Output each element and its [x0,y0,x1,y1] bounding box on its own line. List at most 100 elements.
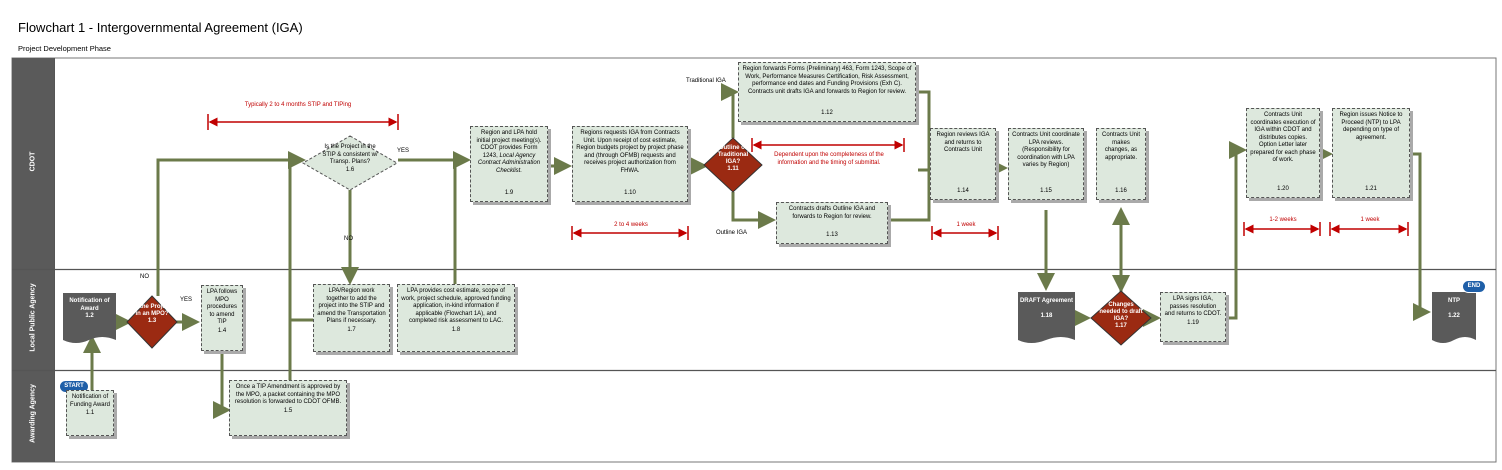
edge-1.11-1.13 [731,192,776,229]
edge-1.6-1.8 [398,158,457,284]
edge-label-traditional: Traditional IGA [686,78,726,84]
edge-1.11-1.12 [721,83,739,138]
document-text-1.18: DRAFT Agreement 1.18 [1018,298,1075,321]
decision-1.6 [301,135,399,191]
document-1.18 [1018,292,1075,343]
node-id: 1.21 [1365,185,1377,192]
decision-1.17 [1090,290,1152,346]
duration-label-1-week: 1 week [1360,217,1380,223]
node-text: Notification of Award [69,298,110,312]
node-id: 1.14 [957,187,969,194]
node-id: 1.9 [504,189,514,196]
process-box-1.14: Region reviews IGA and returns to Contra… [930,128,996,200]
edge-1.3-1.6 [156,151,306,296]
node-id: 1.7 [347,326,356,333]
process-box-1.10: Regions requests IGA from Contracts Unit… [572,126,688,202]
process-box-1.19: LPA signs IGA, passes resolution and ret… [1160,292,1226,342]
node-id: 1.1 [85,410,95,416]
edge-1.12-merge [916,90,931,170]
node-text: Region reviews IGA and returns to Contra… [936,132,990,153]
node-text: Contracts Unit coordinates execution of … [1250,112,1316,163]
process-box-1.12: Region forwards Forms (Preliminary) 463,… [738,62,916,122]
node-text: DRAFT Agreement [1019,298,1074,304]
document-text-1.22: NTP 1.22 [1432,298,1476,321]
lane-label-awarding: Awarding Agency [29,384,37,443]
process-box-1.16: Contracts Unit makes changes, as appropr… [1096,128,1146,200]
node-text: Region forwards Forms (Preliminary) 463,… [742,66,912,95]
process-box-1.9: Region and LPA hold initial project meet… [470,126,548,202]
decision-text-1.17: Changes needed to draft IGA? 1.17 [1098,302,1144,330]
process-box-1.5: Once a TIP Amendment is approved by the … [229,380,347,436]
node-id: 1.20 [1277,185,1289,192]
edge-1.21-1.22 [1410,152,1431,321]
node-id: 1.11 [727,166,739,172]
node-text: NTP [1448,298,1460,304]
lane-label-cdot: CDOT [29,151,37,172]
node-id: 1.22 [1448,313,1460,319]
node-id: 1.12 [821,109,833,116]
process-box-1.13: Contracts drafts Outline IGA and forward… [776,202,888,244]
process-box-1.8: LPA provides cost estimate, scope of wor… [397,284,515,352]
lane-label-lpa: Local Public Agency [29,283,37,352]
decision-text-1.3: Is the Project in an MPO? 1.3 [133,304,171,325]
node-id: 1.3 [147,318,157,324]
duration-label-stip: Typically 2 to 4 months STIP and TIPing [244,102,352,108]
duration-label-dependent: Dependent upon the completeness of the i… [774,152,884,166]
process-box-1.1: Notification of Funding Award 1.1 [66,390,114,436]
node-text: Contracts Unit coordinate LPA reviews. (… [1012,132,1080,168]
duration-label-1-2-weeks: 1-2 weeks [1269,217,1297,223]
node-text: Notification of Funding Award [70,394,110,408]
edge-label-yes: YES [397,148,410,154]
node-id: 1.10 [624,189,636,196]
duration-label-1-week: 1 week [956,222,976,228]
document-text-1.2: Notification of Award 1.2 [63,298,116,321]
node-id: 1.6 [345,166,355,173]
node-text: LPA provides cost estimate, scope of wor… [401,288,511,324]
node-id: 1.18 [1040,313,1053,319]
edge-1.13-merge [888,170,931,222]
lane-header-cdot [12,58,54,269]
node-text: Regions requests IGA from Contracts Unit… [576,130,684,174]
node-text: LPA follows MPO procedures to amend TIP [206,289,238,325]
edge-1.19-1.20 [1226,141,1247,320]
node-text: Changes needed to draft IGA? [1099,302,1143,322]
process-box-1.21: Region issues Notice to Proceed (NTP) to… [1332,108,1410,198]
lane-header-lpa [12,270,54,370]
node-id: 1.5 [283,407,293,414]
decision-1.3 [126,295,178,349]
node-id: 1.2 [85,313,94,319]
document-1.22 [1432,292,1476,343]
process-box-1.4: LPA follows MPO procedures to amend TIP … [201,285,243,351]
decision-1.11 [703,137,763,193]
edge-label-outline: Outline IGA [716,230,748,236]
document-1.2 [63,293,116,343]
node-text: Outline or Traditional IGA? [717,145,749,165]
node-id: 1.8 [451,326,461,333]
decision-text-1.11: Outline or Traditional IGA? 1.11 [710,145,756,173]
node-text: LPA/Region work together to add the proj… [317,288,386,324]
node-text: Is the Project in the STIP & consistent … [322,144,378,165]
end-terminal: END [1462,280,1486,293]
node-text: Contracts Unit makes changes, as appropr… [1101,132,1140,161]
node-text: LPA signs IGA, passes resolution and ret… [1164,296,1222,317]
edge-label-no: NO [344,236,353,242]
node-id: 1.15 [1040,187,1052,194]
edge-1.4-1.5 [213,352,231,419]
process-box-1.20: Contracts Unit coordinates execution of … [1246,108,1320,198]
decision-shapes [126,135,1152,349]
node-id: 1.17 [1115,323,1127,329]
lane-header-awarding [12,371,54,462]
edge-label-yes: YES [180,297,193,303]
duration-label-2-4-weeks: 2 to 4 weeks [614,222,648,228]
node-id: 1.4 [217,327,227,334]
edge-label-no: NO [140,274,149,280]
node-text: Region and LPA hold initial project meet… [476,130,542,159]
node-text-italic: Local Agency Contract Administration Che… [477,152,541,174]
node-text: Is the Project in an MPO? [133,304,171,317]
page-title: Flowchart 1 - Intergovernmental Agreemen… [18,20,303,35]
node-id: 1.16 [1115,187,1127,194]
node-id: 1.19 [1187,319,1199,326]
process-box-1.15: Contracts Unit coordinate LPA reviews. (… [1008,128,1084,200]
decision-text-1.6: Is the Project in the STIP & consistent … [318,144,382,174]
